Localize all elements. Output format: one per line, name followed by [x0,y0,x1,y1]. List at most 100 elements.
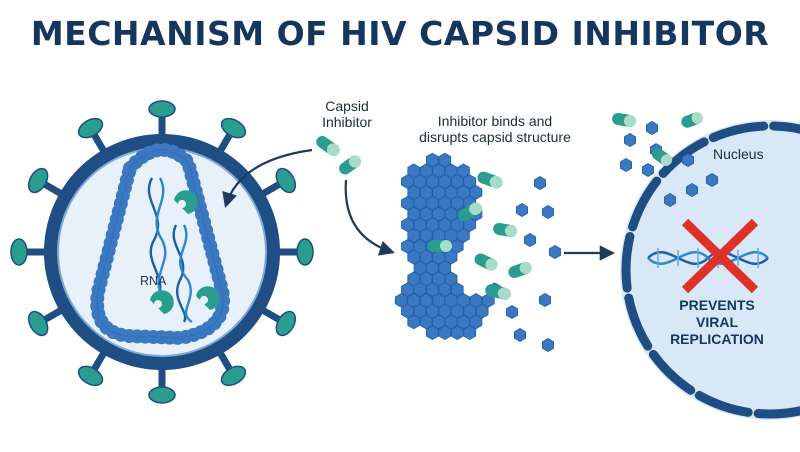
capsid-subunit [425,152,439,168]
capsid-subunit [475,303,489,319]
capsid-subunit [401,174,414,189]
capsid-subunit [407,249,421,265]
capsid-fragment [505,305,518,319]
nucleus-label: Nucleus [713,146,764,162]
capsid-fragment [646,121,658,135]
capsid-subunit [419,228,433,243]
capsid-subunit [413,282,427,297]
viral-interior [57,147,267,357]
prevents-replication-label: PREVENTS VIRAL REPLICATION [662,297,772,348]
capsid-subunit [438,174,452,189]
capsid-subunit [450,325,464,341]
capsid-subunit [413,195,427,211]
capsid-fragment [514,328,526,342]
capsid-subunit [469,293,483,308]
capsid-subunit [407,271,421,287]
capsid-subunit [457,228,470,243]
capsid-subunit [463,325,477,341]
capsid-subunit [407,185,421,200]
capsid-subunit [444,293,458,308]
capsid-subunit [425,325,439,341]
capsid-inhibitor-label-line2: Inhibitor [322,114,372,130]
viral-dna [647,248,769,268]
envelope-spike [148,100,176,146]
capsid-inhibitor-label: Capsid Inhibitor [312,98,382,130]
capsid-subunit [419,185,433,200]
capsid-subunit [450,239,464,254]
capsid-fragment [549,245,561,259]
capsid-fragments-near-nucleus [612,112,718,207]
capsid-subunit [438,152,452,168]
capsid-subunit [444,314,458,330]
capsid-subunit [432,271,445,287]
capsid-fragment [524,233,536,247]
capsid-subunit [394,293,408,308]
capsid-subunit [425,195,439,211]
capsid-subunit [463,303,477,319]
capsid-subunit [438,195,452,211]
inhibitor-capsule [651,148,673,166]
capsid-subunit [419,314,433,330]
capsid-subunit [407,206,421,222]
inhibitor-capsule [612,112,636,128]
capsid-subunit [463,174,477,189]
inhibitor-capsule [485,284,511,300]
capsid-subunit [413,217,427,233]
capsid-subunit [438,260,452,276]
capsid-subunit [444,206,458,222]
capsid-inhibitor-molecules [316,135,361,175]
capsid-fragment [516,203,528,217]
capsid-subunit [450,195,464,211]
capsid-subunit [419,249,433,265]
capsid-fragment [686,183,698,197]
capsid-subunit [401,239,414,254]
capsid-fragment [542,338,554,352]
viral-enzymes [150,190,220,314]
blocked-cross-icon [681,218,759,294]
capsid-subunit [407,293,421,308]
capsid-outline [96,149,224,339]
capsid-subunit [438,217,452,233]
binding-label: Inhibitor binds and disrupts capsid stru… [395,113,595,145]
binding-label-line1: Inhibitor binds and [437,113,553,129]
capsid-subunit [425,217,439,233]
capsid-subunit [425,282,439,297]
capsid-subunit [413,174,427,189]
capsid-subunit [401,195,414,211]
capsid-subunit [450,282,464,297]
capsid-subunit [407,314,421,330]
capsid-fragment [539,293,551,307]
capsid-subunit [419,271,433,287]
nuclear-envelope [621,121,800,419]
capsid-inhibitor-label-line1: Capsid [325,98,369,114]
capsid-subunit [432,249,445,265]
capsid-subunit [457,293,470,308]
capsid-subunit [444,271,458,287]
capsid-subunit [432,314,445,330]
capsid-subunit [425,260,439,276]
capsid-fragment [534,176,546,190]
capsid-subunit [444,228,458,243]
capsid-subunit [413,303,427,319]
capsid-subunit [413,239,427,254]
capsid-subunit [401,217,414,233]
capsid-subunit [432,293,445,308]
capsid-fragment [682,153,694,167]
capsid-subunit [432,163,445,179]
capsid-subunit [438,325,452,341]
inhibitor-capsule [493,222,517,238]
capsid-subunit [438,282,452,297]
capsid-subunit [457,185,470,200]
inhibitor-capsule [681,112,703,128]
inhibitor-capsule [457,202,483,222]
prevents-line3: REPLICATION [670,331,764,347]
prevents-line1: PREVENTS [679,297,755,313]
capsid-subunit [469,185,483,200]
capsid-subunit [450,174,464,189]
capsid-fragment [706,173,718,187]
capsid-subunit [444,185,458,200]
capsid-subunit [432,206,445,222]
inhibitor-capsule [477,171,503,189]
